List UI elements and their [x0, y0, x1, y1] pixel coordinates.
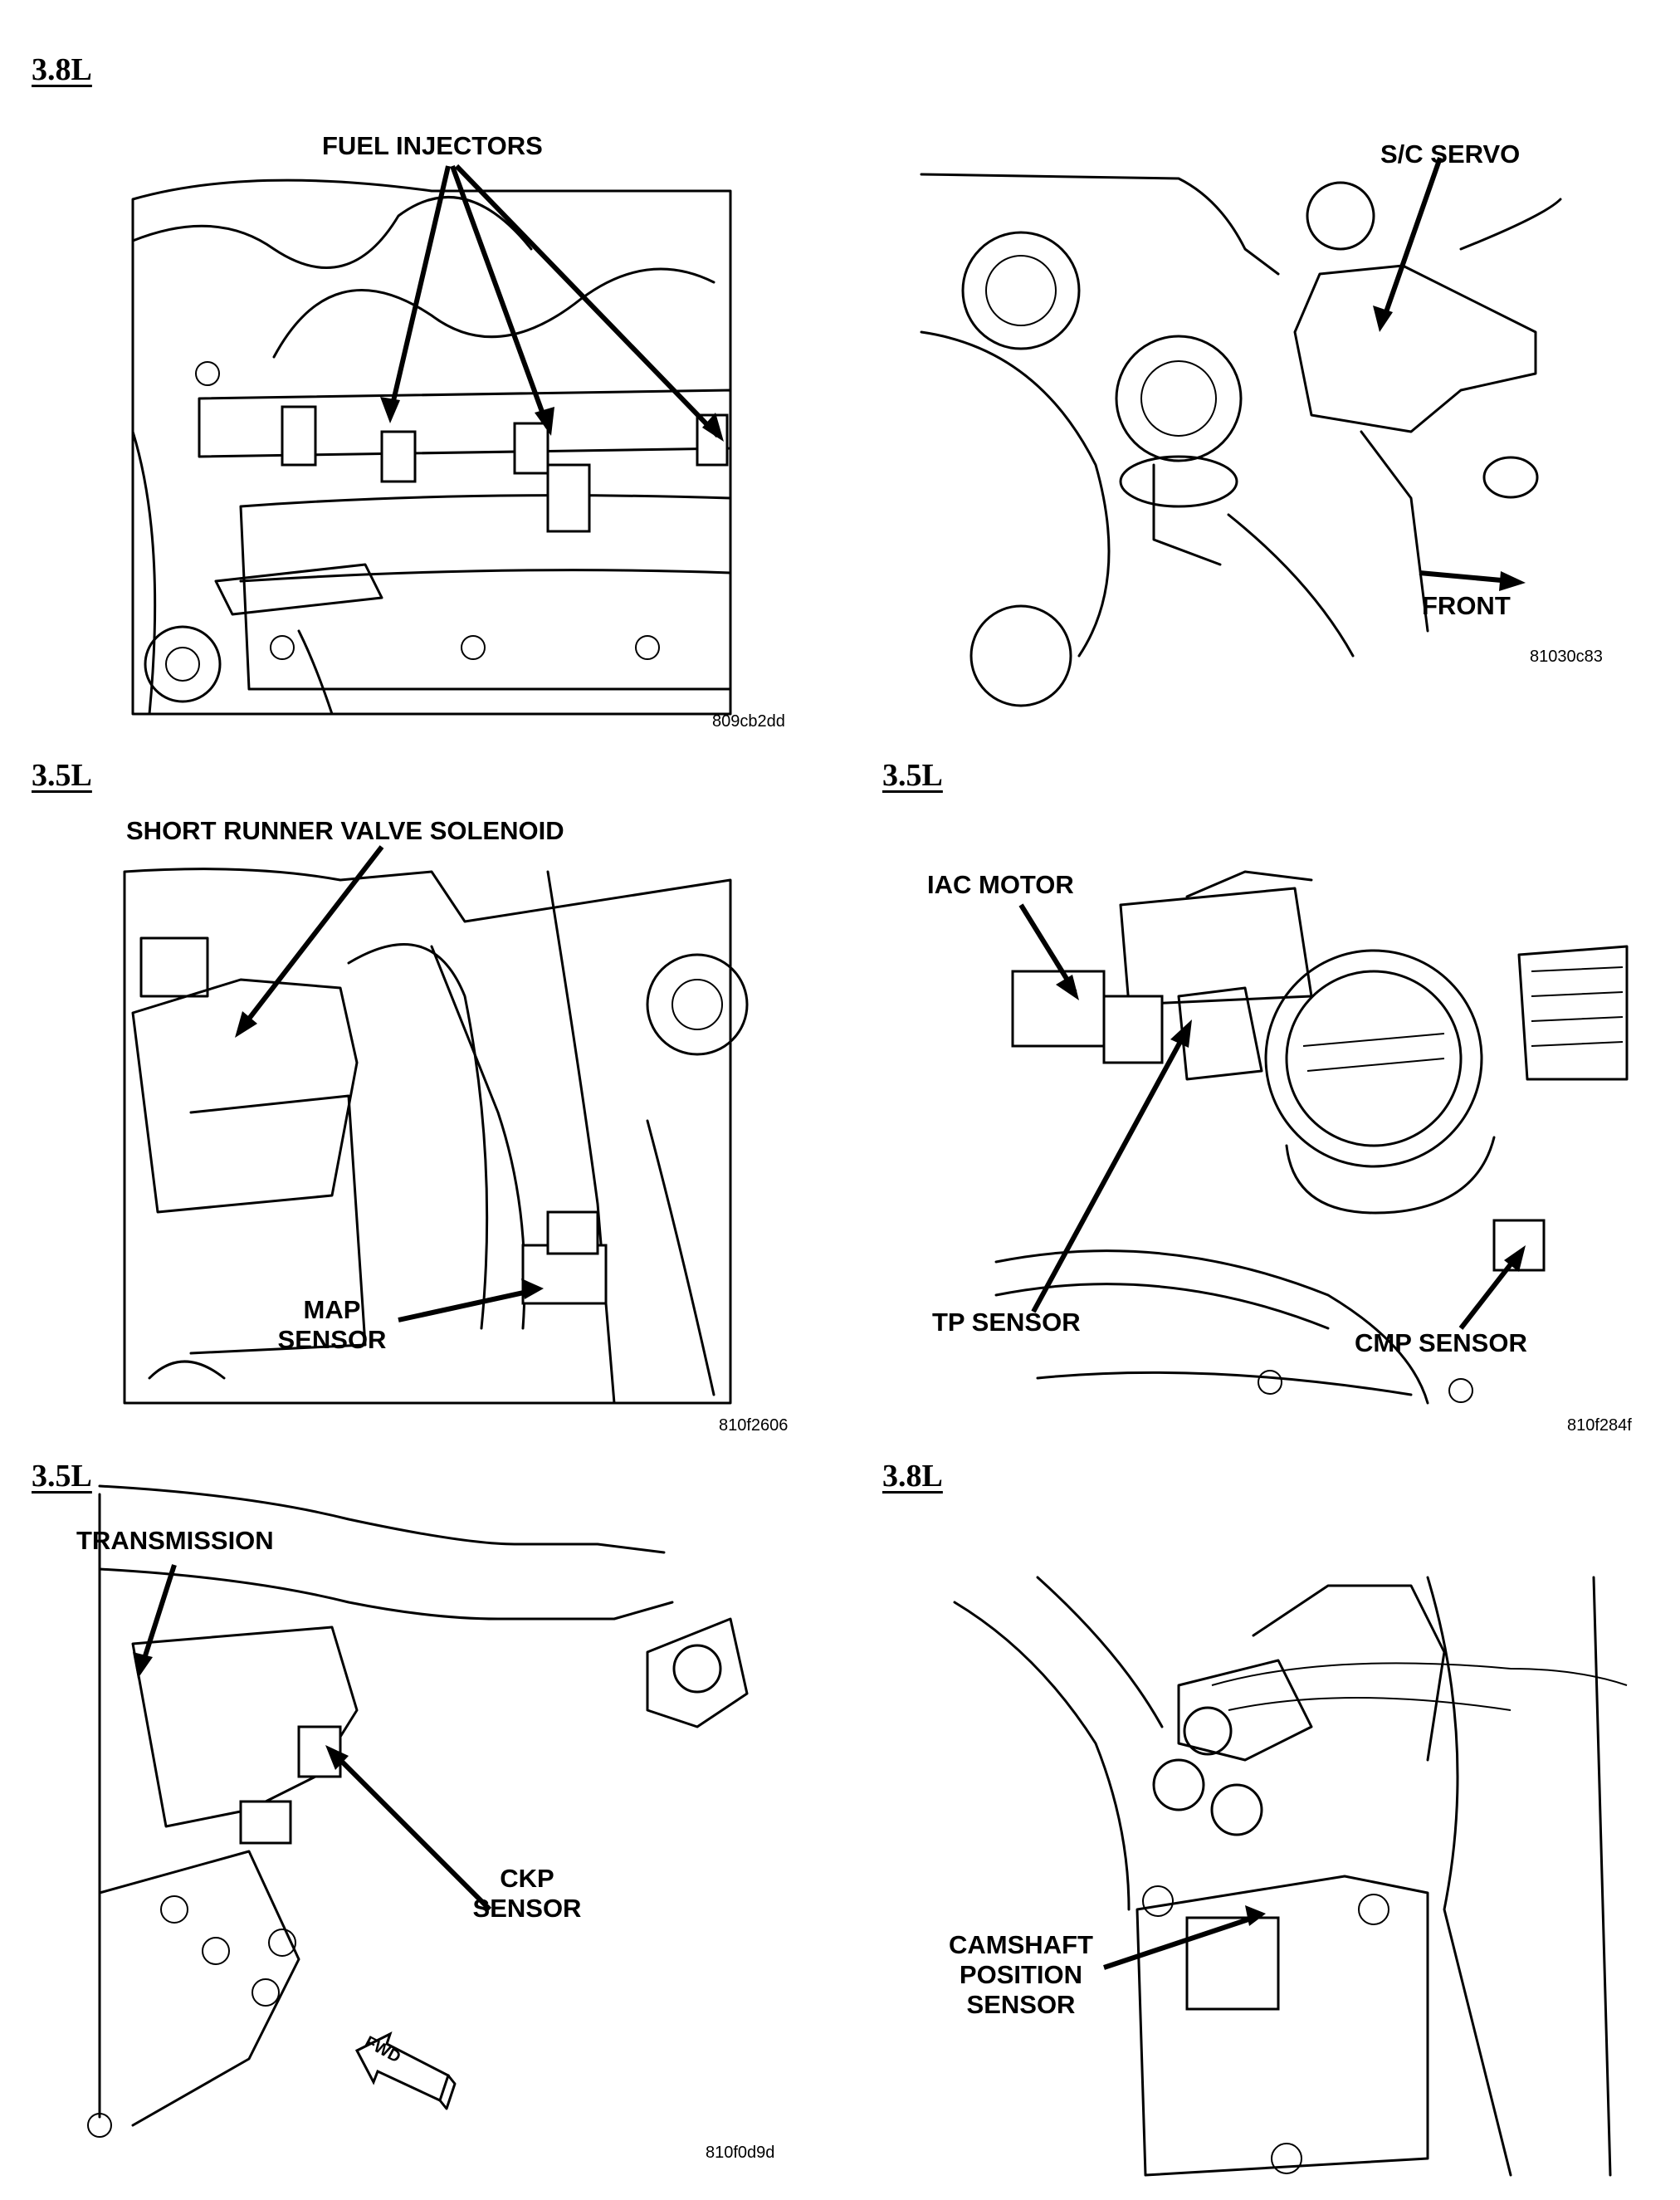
short-runner-valve-solenoid-label: SHORT RUNNER VALVE SOLENOID: [126, 816, 564, 845]
camshaft-position-sensor-line1: CAMSHAFT: [949, 1930, 1093, 1959]
panel1-figure-id: 809cb2dd: [712, 712, 785, 731]
iac-motor-label: IAC MOTOR: [927, 870, 1074, 899]
camshaft-position-sensor-line3: SENSOR: [966, 1990, 1076, 2019]
camshaft-position-sensor-line2: POSITION: [959, 1960, 1083, 1989]
panel4-figure-id: 810f284f: [1567, 1416, 1632, 1435]
front-label: FRONT: [1422, 591, 1511, 620]
leader-arrows: [133, 157, 1526, 1970]
ckp-sensor-label-line1: CKP: [500, 1864, 554, 1893]
panel1-heading: 3.8L: [32, 52, 92, 87]
cmp-sensor-drawing: [953, 1576, 1628, 2177]
panel6-heading: 3.8L: [882, 1459, 943, 1494]
map-sensor-label-line1: MAP: [303, 1295, 361, 1324]
ckp-sensor-label-line2: SENSOR: [472, 1894, 582, 1923]
map-sensor-drawing: [123, 868, 749, 1405]
panel4-heading: 3.5L: [882, 758, 943, 793]
fwd-arrow-icon: [354, 2031, 457, 2110]
camshaft-position-sensor-label: CAMSHAFT POSITION SENSOR: [930, 1930, 1112, 2020]
panel2-figure-id: 81030c83: [1530, 648, 1603, 666]
tp-sensor-label: TP SENSOR: [932, 1308, 1081, 1337]
transmission-label: TRANSMISSION: [76, 1526, 274, 1555]
sc-servo-label: S/C SERVO: [1380, 139, 1521, 169]
fuel-injectors-drawing: [131, 178, 732, 716]
map-sensor-label: MAP SENSOR: [266, 1295, 398, 1355]
sc-servo-drawing: [920, 173, 1562, 707]
panel5-heading: 3.5L: [32, 1459, 92, 1494]
ckp-sensor-drawing: [87, 1484, 749, 2138]
map-sensor-label-line2: SENSOR: [277, 1325, 387, 1354]
panel3-heading: 3.5L: [32, 758, 92, 793]
ckp-sensor-label: CKP SENSOR: [457, 1864, 598, 1924]
panel3-figure-id: 810f2606: [719, 1416, 789, 1435]
cmp-sensor-label: CMP SENSOR: [1355, 1328, 1527, 1357]
fuel-injectors-label: FUEL INJECTORS: [322, 131, 543, 160]
panel5-figure-id: 810f0d9d: [706, 2144, 775, 2162]
